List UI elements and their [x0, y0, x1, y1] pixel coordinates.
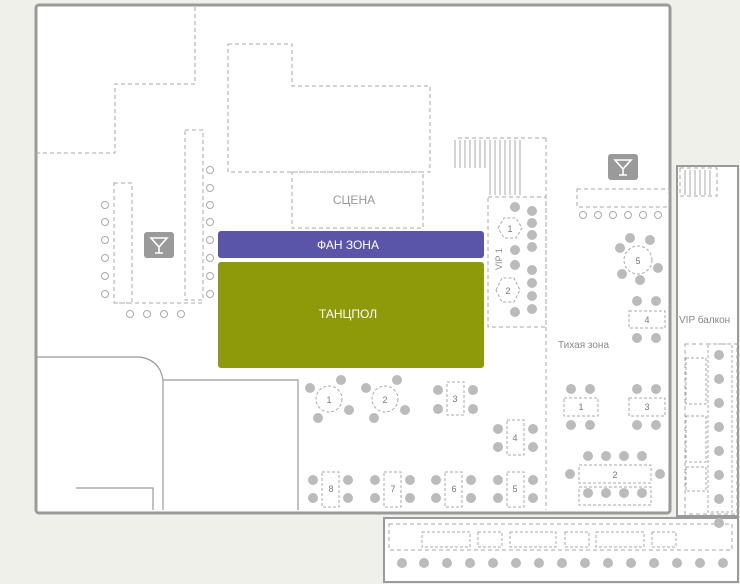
table-number: 6: [451, 484, 456, 494]
table-rect-5[interactable]: 5: [493, 471, 538, 508]
vip1-label: VIP 1: [494, 248, 504, 270]
vip-balcony-label: VIP балкон: [679, 314, 730, 326]
table-number: 2: [505, 286, 510, 296]
table-rect-3[interactable]: 3: [433, 381, 478, 416]
table-round-5[interactable]: 5: [615, 233, 663, 285]
table-rect-8[interactable]: 8: [308, 471, 353, 508]
cocktail-icon: [144, 232, 174, 258]
table-number: 7: [390, 484, 395, 494]
table-rect-4[interactable]: 4: [493, 419, 538, 456]
interior-walls: [36, 5, 738, 551]
dance-floor-label: ТАНЦПОЛ: [319, 307, 377, 321]
table-rect-right-4[interactable]: 4: [628, 296, 666, 343]
table-number: 1: [578, 402, 583, 412]
quiet-bench: [578, 486, 652, 506]
table-number: 3: [452, 394, 457, 404]
fan-zone-label: ФАН ЗОНА: [317, 238, 379, 252]
table-number: 2: [382, 395, 387, 405]
bar-stools: [101, 166, 662, 318]
main-hall-outline: [34, 3, 672, 515]
dance-floor-area[interactable]: [218, 262, 484, 368]
table-rect-6[interactable]: 6: [431, 471, 476, 508]
table-number: 8: [328, 484, 333, 494]
vip-table-1[interactable]: 1: [497, 202, 537, 255]
table-number: 4: [644, 315, 649, 325]
table-number: 5: [635, 256, 640, 266]
table-number: 5: [512, 484, 517, 494]
quiet-table-2[interactable]: 2: [565, 451, 665, 498]
quiet-table-1[interactable]: 1: [563, 384, 599, 430]
table-number: 1: [507, 224, 512, 234]
balcony-bottom-seats[interactable]: [397, 531, 728, 568]
right-wing-outline: [676, 165, 739, 517]
vip-table-2[interactable]: 2: [495, 260, 537, 317]
table-number: 3: [644, 402, 649, 412]
table-number: 2: [612, 470, 617, 480]
table-rect-7[interactable]: 7: [370, 471, 415, 508]
table-number: 1: [326, 395, 331, 405]
quiet-zone-label: Тихая зона: [558, 340, 609, 351]
table-round-1[interactable]: 1: [305, 375, 354, 423]
vip-balcony-seats[interactable]: [685, 343, 733, 528]
fan-zone-area[interactable]: [218, 231, 484, 258]
table-number: 4: [512, 433, 517, 443]
quiet-table-3[interactable]: 3: [628, 384, 666, 430]
stairs: [454, 140, 711, 195]
table-round-2[interactable]: 2: [361, 375, 410, 423]
stage-label: СЦЕНА: [333, 193, 375, 207]
lower-left-walls: [36, 356, 299, 510]
cocktail-icon: [608, 154, 638, 180]
